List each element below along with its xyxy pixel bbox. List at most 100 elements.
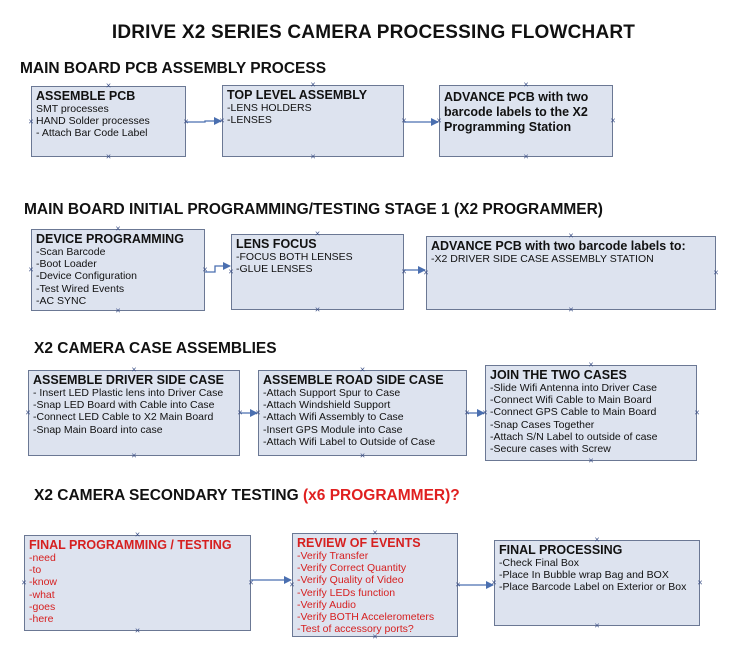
connection-point-marker: × (115, 223, 121, 234)
connection-point-marker: × (610, 115, 616, 126)
box-join-cases: JOIN THE TWO CASES -Slide Wifi Antenna i… (485, 365, 697, 461)
connection-point-marker: × (372, 527, 378, 538)
box-title: ASSEMBLE PCB (36, 89, 136, 103)
box-item: -Verify LEDs function (297, 586, 396, 599)
box-item: -Connect Wifi Cable to Main Board (490, 394, 652, 407)
box-advance-pcb-driver: ADVANCE PCB with two barcode labels to: … (426, 236, 716, 310)
box-item: -Test Wired Events (36, 282, 125, 295)
connection-point-marker: × (455, 579, 461, 590)
box-item: -goes (29, 600, 56, 613)
box-item: -Connect LED Cable to X2 Main Board (33, 411, 214, 424)
box-title: LENS FOCUS (236, 237, 317, 251)
box-item: -Connect GPS Cable to Main Board (490, 406, 657, 419)
connection-point-marker: × (105, 151, 112, 162)
box-review-events: REVIEW OF EVENTS -Verify Transfer -Verif… (292, 533, 458, 637)
box-item: -Snap LED Board with Cable into Case (33, 399, 215, 412)
connection-point-marker: × (491, 577, 497, 588)
box-title: JOIN THE TWO CASES (490, 368, 627, 382)
connection-point-marker: × (25, 407, 31, 418)
section-heading-secondary-testing: X2 CAMERA SECONDARY TESTING (x6 PROGRAMM… (34, 487, 460, 504)
box-title: DEVICE PROGRAMMING (36, 232, 184, 246)
connection-point-marker: × (183, 116, 189, 126)
box-item: -to (29, 564, 42, 577)
connection-point-marker: × (219, 115, 225, 126)
box-item: -Snap Main Board into case (33, 423, 163, 436)
box-item: -what (29, 588, 55, 601)
box-item: -Device Configuration (36, 270, 137, 283)
connection-point-marker: × (134, 625, 141, 636)
box-item: HAND Solder processes (36, 115, 150, 128)
section-heading-pcb-assembly: MAIN BOARD PCB ASSEMBLY PROCESS (20, 60, 327, 77)
connection-point-marker: × (255, 407, 261, 418)
connection-point-marker: × (310, 151, 316, 162)
box-final-processing: FINAL PROCESSING -Check Final Box -Place… (494, 540, 700, 626)
connection-point-marker: × (131, 364, 137, 375)
section-heading-suffix: (x6 PROGRAMMER)? (303, 487, 460, 504)
box-title: ADVANCE PCB with two barcode labels to: (431, 239, 686, 253)
box-title: ADVANCE PCB with two barcode labels to t… (444, 90, 589, 134)
box-title: REVIEW OF EVENTS (297, 536, 421, 550)
box-item: -Secure cases with Screw (490, 443, 611, 456)
connection-point-marker: × (314, 228, 321, 239)
box-item: -Check Final Box (499, 557, 579, 569)
box-final-programming: FINAL PROGRAMMING / TESTING -need -to -k… (24, 535, 251, 631)
box-item: -Insert GPS Module into Case (263, 423, 403, 436)
box-item: -Boot Loader (36, 258, 97, 271)
connection-point-marker: × (359, 450, 366, 461)
connection-point-marker: × (372, 631, 378, 642)
box-item: -need (29, 552, 56, 564)
connection-point-marker: × (237, 407, 243, 418)
connection-point-marker: × (523, 151, 529, 162)
connection-point-marker: × (314, 304, 321, 315)
connection-point-marker: × (523, 79, 529, 90)
connection-point-marker: × (21, 577, 27, 588)
box-item: -Place Barcode Label on Exterior or Box (499, 581, 687, 594)
box-assemble-driver-side: ASSEMBLE DRIVER SIDE CASE - Insert LED P… (28, 370, 240, 456)
connection-point-marker: × (105, 80, 112, 91)
box-title: FINAL PROCESSING (499, 543, 623, 557)
connection-point-marker: × (594, 620, 600, 631)
box-advance-pcb-x2: ADVANCE PCB with two barcode labels to t… (439, 85, 613, 157)
box-item: -Attach Wifi Label to Outside of Case (263, 435, 436, 448)
box-item: -Verify Audio (297, 598, 356, 611)
connection-point-marker: × (28, 264, 34, 275)
connection-point-marker: × (134, 529, 141, 540)
box-item: - Attach Bar Code Label (36, 127, 148, 140)
box-item: -Attach Windshield Support (263, 399, 391, 412)
box-top-level-assembly: TOP LEVEL ASSEMBLY -LENS HOLDERS -LENSES (222, 85, 404, 157)
connection-point-marker: × (115, 305, 121, 316)
connector-assemble-to-top-level (186, 117, 222, 125)
box-item: -know (29, 576, 58, 589)
box-title: ASSEMBLE ROAD SIDE CASE (263, 373, 444, 387)
box-item: -Slide Wifi Antenna into Driver Case (490, 382, 657, 394)
box-item: -Place In Bubble wrap Bag and BOX (499, 569, 669, 582)
connection-point-marker: × (228, 266, 234, 277)
box-lens-focus: LENS FOCUS -FOCUS BOTH LENSES -GLUE LENS… (231, 234, 404, 310)
box-item: -Test of accessory ports? (297, 623, 414, 636)
box-item: -GLUE LENSES (236, 263, 313, 276)
connection-point-marker: × (202, 264, 208, 275)
connection-point-marker: × (482, 407, 488, 418)
section-heading-initial-programming: MAIN BOARD INITIAL PROGRAMMING/TESTING S… (24, 201, 603, 218)
connection-point-marker: × (289, 579, 295, 590)
connection-point-marker: × (436, 115, 442, 126)
box-item: -Snap Cases Together (490, 418, 595, 431)
box-item: -here (29, 613, 54, 626)
connection-point-marker: × (464, 407, 470, 418)
connection-point-marker: × (568, 304, 574, 315)
connection-point-marker: × (401, 115, 407, 126)
box-item: -Verify Quality of Video (297, 574, 404, 587)
connection-point-marker: × (401, 266, 407, 277)
box-title: FINAL PROGRAMMING / TESTING (29, 538, 232, 552)
connection-point-marker: × (697, 577, 703, 588)
box-item: -LENSES (227, 114, 272, 127)
box-item: -FOCUS BOTH LENSES (236, 251, 353, 263)
box-item: -Scan Barcode (36, 246, 106, 258)
box-title: TOP LEVEL ASSEMBLY (227, 88, 368, 102)
connection-point-marker: × (568, 230, 574, 241)
box-assemble-pcb: ASSEMBLE PCB SMT processes HAND Solder p… (31, 86, 186, 157)
connection-point-marker: × (28, 116, 34, 126)
box-item: -Attach Wifi Assembly to Case (263, 411, 404, 424)
box-item: -LENS HOLDERS (227, 102, 312, 114)
box-item: -X2 DRIVER SIDE CASE ASSEMBLY STATION (431, 253, 654, 265)
